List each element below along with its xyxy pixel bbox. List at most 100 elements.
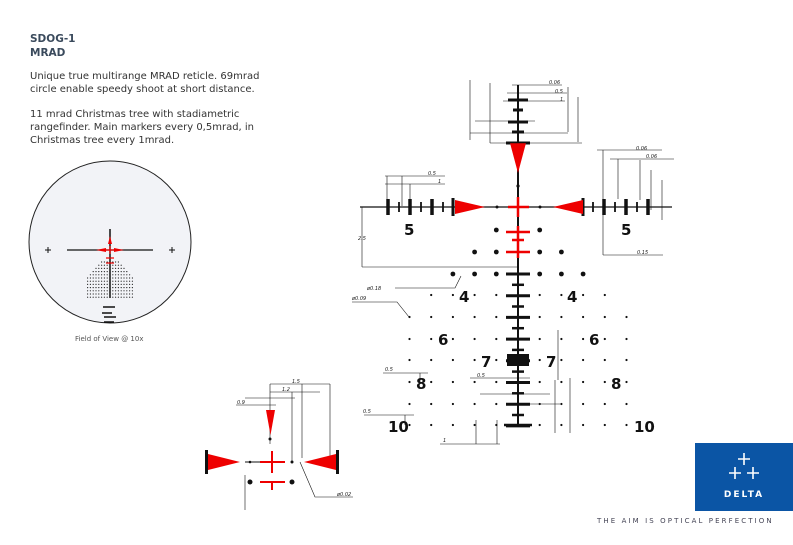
preview-dot — [129, 290, 131, 292]
preview-dot — [92, 274, 94, 276]
description-1: Unique true multirange MRAD reticle. 69m… — [30, 71, 260, 95]
preview-dot — [126, 293, 128, 295]
preview-dot — [87, 287, 89, 289]
dim-0-06-right-a: 0.06 — [636, 146, 647, 152]
preview-dot — [131, 277, 133, 279]
red-arrow-top — [510, 143, 526, 173]
preview-dot — [112, 296, 114, 298]
reticle-dot — [430, 402, 433, 406]
reticle-dot — [559, 271, 564, 277]
preview-dot — [101, 274, 103, 276]
dim-0-5-top: 0.5 — [555, 89, 563, 95]
preview-dot — [117, 290, 119, 292]
preview-dot — [123, 283, 125, 285]
preview-dot — [112, 290, 114, 292]
preview-dot — [120, 290, 122, 292]
preview-dot — [101, 280, 103, 282]
reticle-dot — [473, 380, 476, 384]
reticle-dot — [560, 358, 563, 362]
preview-dot — [123, 274, 125, 276]
preview-dot — [131, 290, 133, 292]
reticle-dot — [430, 337, 433, 341]
preview-dot — [129, 293, 131, 295]
preview-dot — [101, 267, 103, 269]
dim-1-left: 1 — [438, 179, 441, 185]
preview-dot — [89, 280, 91, 282]
preview-dot — [129, 283, 131, 285]
dim-dot-0-02: ø0.02 — [336, 492, 351, 498]
preview-dot — [106, 280, 108, 282]
preview-dot — [112, 274, 114, 276]
preview-dot — [126, 280, 128, 282]
dim-1-top: 1 — [560, 97, 563, 103]
preview-dot — [120, 271, 122, 273]
dim-0-06-right-b: 0.06 — [646, 154, 657, 160]
preview-dot — [112, 277, 114, 279]
preview-dot — [115, 296, 117, 298]
preview-dot — [106, 264, 108, 266]
preview-dot — [106, 287, 108, 289]
reticle-dot — [408, 315, 411, 319]
preview-dot — [120, 287, 122, 289]
reticle-dot — [603, 423, 606, 427]
reticle-dot — [408, 358, 411, 362]
preview-dot — [126, 283, 128, 285]
preview-dot — [129, 296, 131, 298]
preview-dot — [101, 293, 103, 295]
description-2: 11 mrad Christmas tree with stadiametric… — [30, 109, 255, 146]
reticle-dot — [560, 380, 563, 384]
preview-dot — [95, 287, 97, 289]
preview-dot — [112, 267, 114, 269]
preview-dot — [98, 271, 100, 273]
reticle-dot — [472, 249, 477, 255]
preview-dot — [112, 280, 114, 282]
reticle-dot — [559, 249, 564, 255]
preview-dot — [120, 274, 122, 276]
preview-dot — [95, 277, 97, 279]
preview-dot — [120, 283, 122, 285]
preview-dot — [92, 277, 94, 279]
reticle-dot — [603, 337, 606, 341]
preview-dot — [98, 267, 100, 269]
reticle-dot — [625, 380, 628, 384]
preview-dot — [115, 271, 117, 273]
dim-1-2: 1.2 — [282, 387, 290, 393]
reticle-dot — [451, 358, 454, 362]
preview-dot — [131, 287, 133, 289]
preview-dot — [101, 296, 103, 298]
preview-dot — [112, 271, 114, 273]
preview-dot — [98, 280, 100, 282]
preview-dot — [115, 261, 117, 263]
preview-dot — [103, 290, 105, 292]
label-7-left: 7 — [481, 353, 491, 371]
preview-dot — [123, 296, 125, 298]
reticle-dot — [495, 293, 498, 297]
reticle-dot — [537, 249, 543, 255]
reticle-dot — [625, 358, 628, 362]
preview-dot — [95, 267, 97, 269]
preview-dot — [112, 264, 114, 266]
preview-dot — [103, 283, 105, 285]
plus-marker-icon — [45, 247, 175, 253]
preview-dot — [126, 290, 128, 292]
preview-dot — [101, 287, 103, 289]
preview-dot — [106, 283, 108, 285]
reticle-dot — [495, 402, 498, 406]
reticle-dot — [538, 337, 541, 341]
unit-name: MRAD — [30, 47, 66, 59]
preview-dot — [89, 274, 91, 276]
red-arrow-right — [553, 200, 583, 214]
brand-name: DELTA — [723, 490, 765, 500]
preview-dot — [103, 264, 105, 266]
reticle-dot — [473, 337, 476, 341]
reticle-dot — [538, 423, 541, 427]
reticle-dot — [537, 271, 543, 277]
preview-dot — [117, 287, 119, 289]
label-10-right: 10 — [634, 418, 655, 436]
reticle-dot — [451, 315, 454, 319]
preview-dot — [98, 277, 100, 279]
preview-dot — [101, 261, 103, 263]
reticle-dot — [625, 423, 628, 427]
preview-dot — [92, 296, 94, 298]
reticle-dot — [495, 337, 498, 341]
